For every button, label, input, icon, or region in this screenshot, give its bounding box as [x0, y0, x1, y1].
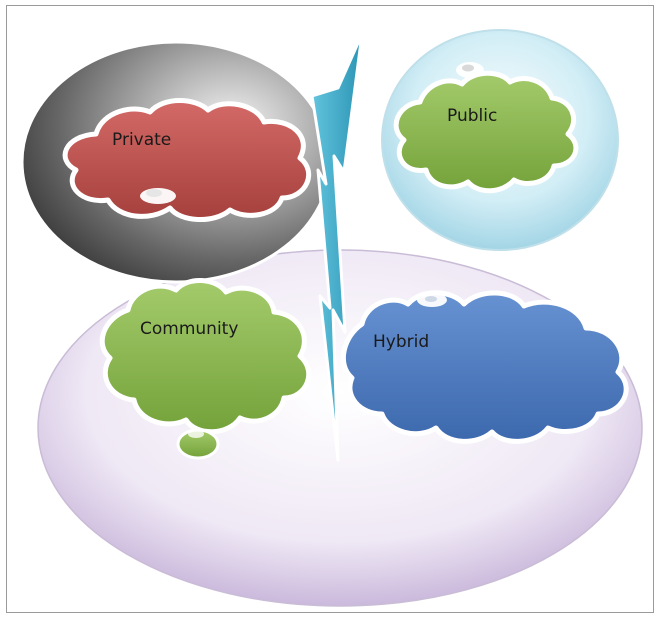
divider-bolt [310, 32, 364, 462]
community-cloud-bubble [176, 428, 220, 460]
community-cloud-bubble-small [188, 430, 204, 438]
hybrid-cloud-bubble-small [425, 296, 437, 302]
private-cloud-bubble-small [146, 189, 162, 197]
hybrid-label: Hybrid [373, 332, 429, 352]
public-cloud-bubble-small [462, 64, 474, 72]
hybrid-cloud [340, 290, 629, 444]
private-cloud [62, 98, 312, 223]
private-label: Private [112, 130, 171, 150]
public-cloud [393, 70, 579, 194]
public-label: Public [447, 106, 497, 126]
community-label: Community [140, 319, 238, 339]
community-cloud [99, 278, 312, 435]
